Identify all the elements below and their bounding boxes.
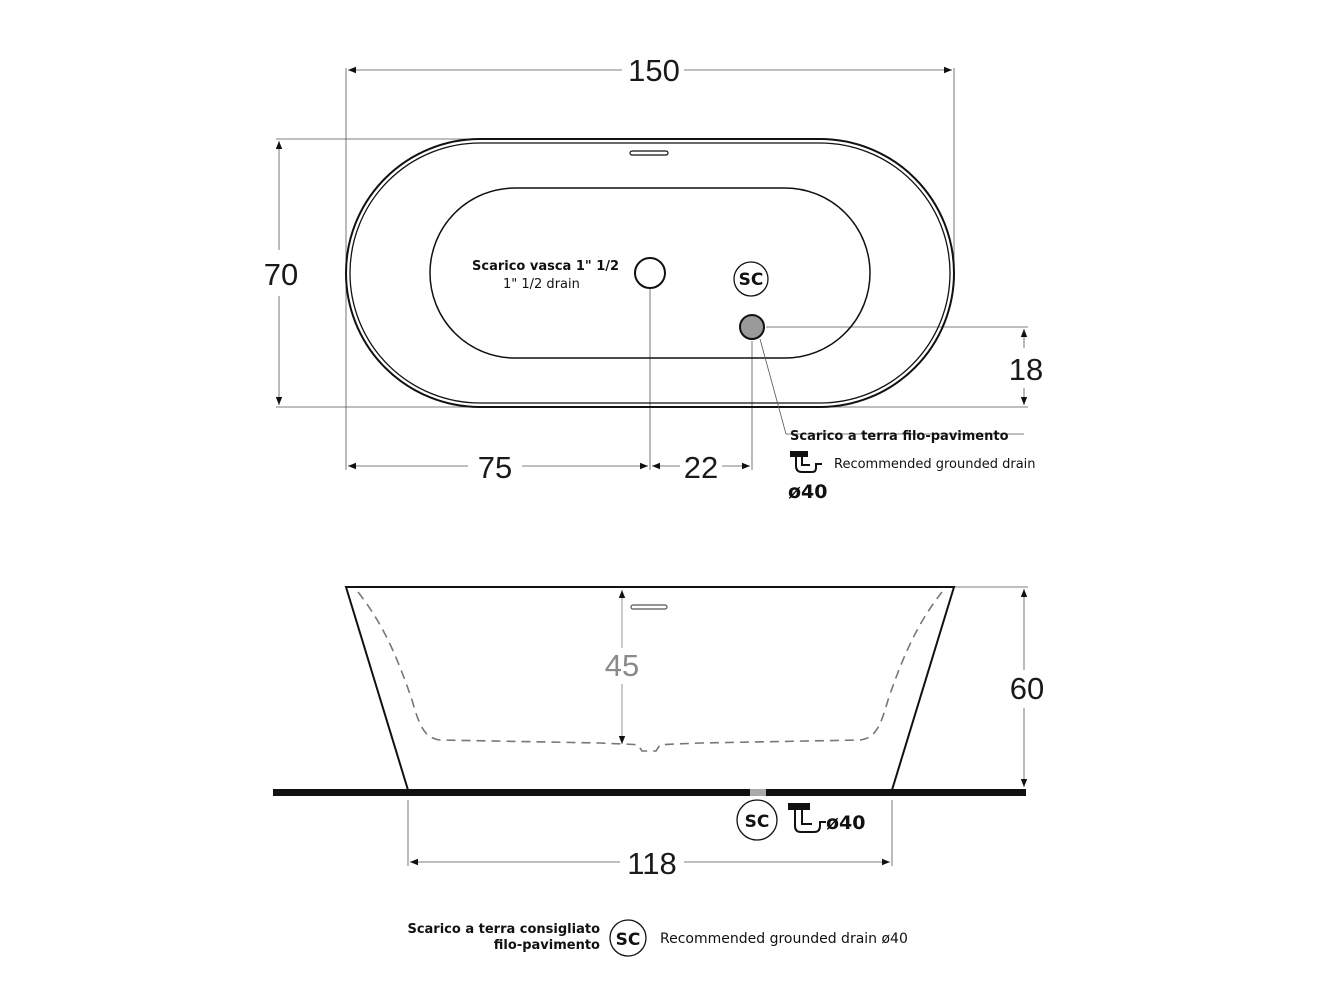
tub-interior-hidden: [357, 591, 943, 752]
tub-drain: [634, 257, 666, 289]
drain-label-en: 1" 1/2 drain: [503, 277, 580, 292]
overflow-side: [630, 604, 668, 610]
legend-label-en: Recommended grounded drain ø40: [660, 931, 908, 947]
floor-drain-label-it: Scarico a terra filo-pavimento: [790, 429, 1009, 444]
drain-pipe-icon: [790, 451, 822, 473]
sc-badge-legend: SC: [609, 919, 647, 957]
floor-drain-leader: [759, 338, 1024, 435]
dim-width: 70: [264, 257, 298, 292]
dim-sc-offset-y: 18: [1009, 352, 1043, 387]
dim-height: 60: [1010, 671, 1044, 706]
tub-basin: [429, 187, 871, 359]
dim-drain-offset-x: 75: [478, 450, 512, 485]
floor-line: [273, 789, 1026, 796]
legend: Scarico a terra consigliato filo-pavimen…: [407, 919, 908, 957]
sc-badge-side-text: SC: [745, 812, 770, 832]
drain-label-it: Scarico vasca 1" 1/2: [472, 259, 619, 274]
dim-base-length: 118: [627, 846, 676, 881]
legend-label-it-1: Scarico a terra consigliato: [407, 922, 600, 937]
floor-drain-opening: [750, 789, 766, 796]
drain-pipe-icon-side: [788, 803, 826, 833]
side-drain-diameter: ø40: [826, 812, 866, 834]
overflow-slot: [629, 150, 669, 156]
dim-sc-offset-x: 22: [684, 450, 718, 485]
floor-drain-label-en: Recommended grounded drain: [834, 457, 1036, 472]
dim-inner-depth: 45: [605, 648, 639, 683]
legend-label-it-2: filo-pavimento: [494, 938, 600, 953]
side-view: 45 60 SC ø40 118: [273, 586, 1044, 881]
dim-length: 150: [628, 53, 680, 88]
floor-drain-diameter: ø40: [788, 481, 828, 503]
tub-outer-rim: [345, 138, 955, 408]
sc-badge-top: SC: [733, 261, 769, 297]
sc-badge-side: SC: [736, 799, 778, 841]
floor-drain: [739, 314, 765, 340]
sc-badge-top-text: SC: [739, 270, 764, 290]
sc-badge-legend-text: SC: [616, 930, 641, 950]
top-view: 150 70 Scarico vasca 1" 1/2 1" 1/2 drain…: [264, 53, 1043, 503]
tub-outer-rim-inner: [349, 142, 951, 404]
tub-profile: [344, 586, 956, 791]
